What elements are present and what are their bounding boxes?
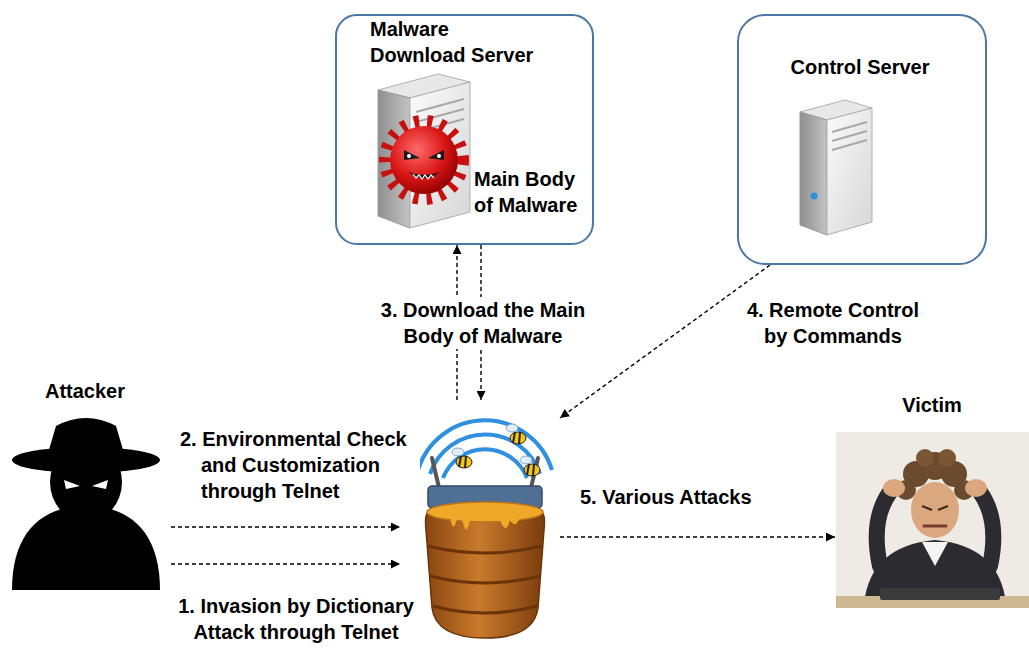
server-icon bbox=[378, 74, 470, 228]
text-slot: Malware Download Server bbox=[370, 16, 545, 68]
step-label: 5. Various Attacks bbox=[580, 484, 790, 510]
text-slot: Attacker bbox=[5, 378, 165, 404]
text-slot: Main Body of Malware bbox=[474, 166, 588, 218]
label-slot: 5. Various Attacks bbox=[580, 484, 790, 510]
text-slot: Control Server bbox=[739, 54, 981, 80]
dashed-arrow bbox=[171, 526, 400, 527]
victim-photo bbox=[836, 432, 1029, 608]
bee-icon bbox=[520, 456, 540, 476]
actor-node: Victim bbox=[835, 392, 1029, 610]
server-label: Malware Download Server bbox=[370, 16, 545, 68]
step-label: 3. Download the Main Body of Malware bbox=[368, 297, 598, 349]
virus-icon bbox=[386, 122, 462, 198]
label-slot: 3. Download the Main Body of Malware bbox=[368, 297, 598, 349]
label-slot: 4. Remote Control by Commands bbox=[736, 297, 930, 349]
step-label: 2. Environmental Check and Customization… bbox=[180, 426, 420, 504]
server-box: Control Server bbox=[737, 14, 987, 265]
actor-node: Attacker bbox=[5, 378, 171, 593]
dashed-arrow bbox=[560, 536, 835, 537]
attacker-figure bbox=[12, 418, 160, 590]
dashed-arrow bbox=[171, 563, 400, 564]
server-icon bbox=[800, 100, 872, 235]
server-box: Malware Download ServerMain Body of Malw… bbox=[335, 14, 594, 245]
text-slot: Victim bbox=[835, 392, 1029, 418]
bee-icon bbox=[506, 424, 526, 444]
honeypot-figure bbox=[418, 420, 552, 638]
actor-label: Victim bbox=[835, 392, 1029, 418]
label-slot: 1. Invasion by Dictionary Attack through… bbox=[165, 593, 427, 645]
label-slot: 2. Environmental Check and Customization… bbox=[180, 426, 420, 504]
bee-icon bbox=[452, 448, 472, 468]
server-label: Control Server bbox=[739, 54, 981, 80]
server-label: Main Body of Malware bbox=[474, 166, 588, 218]
step-label: 4. Remote Control by Commands bbox=[736, 297, 930, 349]
step-label: 1. Invasion by Dictionary Attack through… bbox=[165, 593, 427, 645]
actor-label: Attacker bbox=[5, 378, 165, 404]
